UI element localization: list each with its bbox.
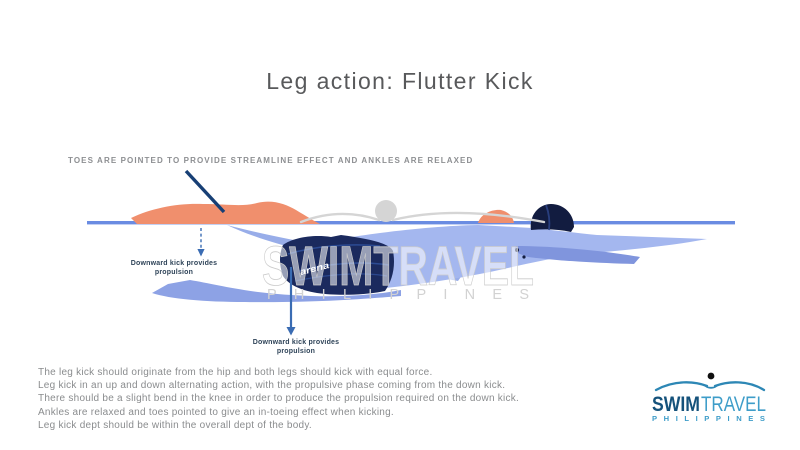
- logo-wave-icon: [654, 381, 709, 392]
- downward-kick-label-2-line2: propulsion: [276, 348, 316, 355]
- downward-kick-label-2: Downward kick provides propulsion: [236, 338, 356, 356]
- briefs-fold: [287, 244, 381, 255]
- downward-kick-label-1: Downward kick provides propulsion: [114, 259, 234, 277]
- watermark-wave-icon: [299, 212, 381, 224]
- raised-foot: [131, 201, 320, 224]
- note-line: The leg kick should originate from the h…: [38, 367, 433, 378]
- notes-block: The leg kick should originate from the h…: [38, 366, 678, 432]
- toes-annotation: TOES ARE POINTED TO PROVIDE STREAMLINE E…: [68, 156, 474, 165]
- note-line: Ankles are relaxed and toes pointed to g…: [38, 406, 394, 418]
- watermark-wordmark: SWIMTRAVEL: [262, 234, 534, 297]
- swimtravel-logo: SWIM TRAVEL PHILIPPINES: [652, 372, 766, 423]
- logo-wave-icon: [713, 381, 766, 392]
- note-line: Leg kick in an up and down alternating a…: [38, 380, 506, 392]
- logo-philippines-text: PHILIPPINES: [652, 414, 765, 423]
- downward-kick-label-1-line1: Downward kick provides: [130, 260, 218, 267]
- page-title: Leg action: Flutter Kick: [266, 68, 534, 94]
- briefs-fold: [294, 273, 388, 282]
- briefs-fold: [298, 262, 390, 272]
- goggles-dot: [515, 248, 519, 252]
- logo-travel-text: TRAVEL: [701, 393, 766, 416]
- note-line: There should be a slight bend in the kne…: [38, 393, 520, 405]
- dashed-arrow-head-icon: [197, 249, 205, 257]
- downward-kick-label-1-line2: propulsion: [154, 269, 194, 276]
- logo-wave-center-icon: [703, 385, 719, 389]
- watermark: SWIMTRAVEL PHILIPPINES: [262, 200, 546, 303]
- watermark-swimmer-head-icon: [375, 200, 397, 222]
- downward-kick-label-2-line1: Downward kick provides: [252, 339, 340, 346]
- logo-swimmer-head-icon: [707, 372, 715, 380]
- swim-cap: [530, 204, 574, 232]
- note-line: Leg kick dept should be within the overa…: [38, 419, 312, 431]
- far-arm: [514, 246, 640, 264]
- cap-strap: [545, 204, 551, 231]
- swim-briefs: [280, 235, 395, 295]
- swimmer-torso: [298, 225, 707, 291]
- logo-swim-text: SWIM: [652, 393, 700, 416]
- solid-arrow-head-icon: [286, 327, 296, 336]
- watermark-wave-icon: [391, 211, 546, 224]
- water-line: [87, 221, 735, 225]
- lower-leg: [152, 280, 401, 303]
- annotation-pointer-line: [184, 169, 226, 214]
- goggles-dot: [522, 255, 526, 259]
